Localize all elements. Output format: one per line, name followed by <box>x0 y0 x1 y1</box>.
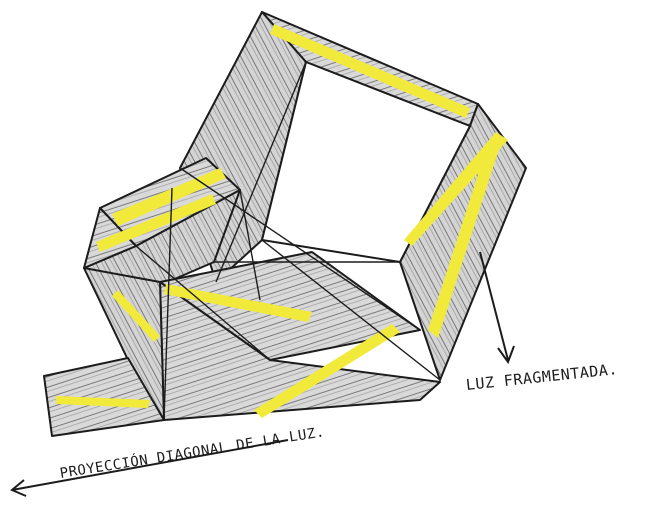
down-arrow-icon <box>480 252 514 362</box>
